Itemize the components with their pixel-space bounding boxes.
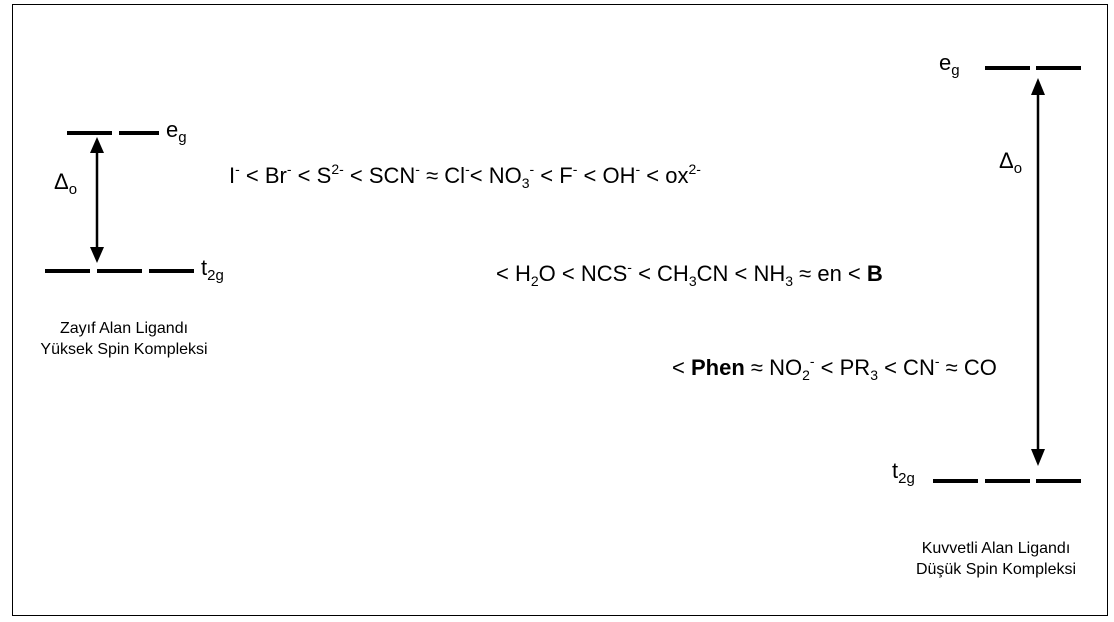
series-token: S	[316, 163, 332, 188]
series-token: <	[239, 163, 265, 188]
strong-t2g-label: t2g	[892, 458, 915, 487]
strong-eg-label: eg	[939, 50, 960, 79]
weak-caption-line-1: Zayıf Alan Ligandı	[59, 320, 189, 337]
strong-delta-label: Δo	[999, 148, 1023, 177]
series-token: -	[627, 259, 632, 275]
series-superscript: -	[635, 161, 641, 177]
weak-eg-level-1	[67, 131, 112, 135]
series-superscript: 2-	[331, 161, 344, 177]
series-token: Cl	[444, 163, 466, 188]
series-token: 3	[870, 367, 878, 383]
series-token: ≈ NO	[744, 355, 803, 380]
series-token: 2	[802, 367, 810, 383]
strong-eg-level-1	[985, 66, 1030, 70]
series-token: 3	[785, 273, 794, 289]
strong-t2g-level-2	[985, 479, 1030, 483]
series-token: <	[577, 163, 603, 188]
strong-caption: Kuvvetli Alan Ligandı Düşük Spin Komplek…	[884, 538, 1108, 580]
strong-splitting-arrow	[1031, 78, 1045, 466]
series-token: Phen	[690, 355, 745, 380]
series-token: 2	[530, 273, 539, 289]
diagram-frame	[12, 4, 1108, 616]
series-token: -	[809, 353, 815, 369]
series-token: -	[934, 353, 940, 369]
weak-eg-label: eg	[166, 117, 187, 146]
weak-eg-level-2	[119, 131, 159, 135]
series-token: SCN	[368, 163, 416, 188]
series-subscript: 3	[521, 175, 530, 191]
spectrochemical-series-line-3: < Phen ≈ NO2- < PR3 < CN- ≈ CO	[672, 354, 997, 382]
weak-delta-label: Δo	[54, 169, 78, 198]
series-token: OH	[602, 163, 636, 188]
spectrochemical-series-line-1: I- < Br- < S2- < SCN- ≈ Cl-< NO3- < F- <…	[229, 162, 701, 190]
weak-t2g-label: t2g	[201, 255, 224, 284]
series-token: H	[514, 261, 531, 286]
weak-t2g-level-2	[97, 269, 142, 273]
series-token: ≈ en <	[793, 261, 867, 286]
series-superscript: -	[465, 161, 470, 177]
series-token: <	[534, 163, 560, 188]
series-token: <	[291, 163, 317, 188]
weak-caption: Zayıf Alan Ligandı Yüksek Spin Kompleksi	[24, 318, 224, 360]
series-token: < CH	[631, 261, 689, 286]
series-superscript: 2-	[688, 161, 701, 177]
strong-caption-line-2: Düşük Spin Kompleksi	[915, 561, 1077, 578]
spectrochemical-series-line-2: < H2O < NCS- < CH3CN < NH3 ≈ en < B	[496, 260, 883, 288]
series-token: 3	[688, 273, 697, 289]
strong-caption-line-1: Kuvvetli Alan Ligandı	[921, 540, 1071, 557]
series-token: <	[640, 163, 666, 188]
series-superscript: -	[286, 161, 292, 177]
weak-t2g-level-3	[149, 269, 194, 273]
weak-splitting-arrow	[90, 137, 104, 263]
series-token: O < NCS	[538, 261, 628, 286]
series-token: B	[866, 261, 883, 286]
weak-caption-line-2: Yüksek Spin Kompleksi	[40, 341, 208, 358]
series-token: < PR	[814, 355, 871, 380]
series-token: F	[559, 163, 573, 188]
series-token: Br	[264, 163, 287, 188]
series-token: <	[343, 163, 369, 188]
series-token: NO	[488, 163, 522, 188]
strong-t2g-level-3	[1036, 479, 1081, 483]
series-superscript: -	[235, 161, 240, 177]
series-token: I	[229, 163, 236, 188]
strong-t2g-level-1	[933, 479, 978, 483]
series-superscript: -	[415, 161, 420, 177]
strong-eg-level-2	[1036, 66, 1081, 70]
series-token: ≈	[419, 163, 445, 188]
series-superscript: -	[529, 161, 535, 177]
series-token: <	[496, 261, 515, 286]
series-token: <	[469, 163, 489, 188]
series-token: <	[672, 355, 691, 380]
series-token: < CN	[877, 355, 935, 380]
series-token: ox	[665, 163, 689, 188]
series-superscript: -	[572, 161, 578, 177]
series-token: CN < NH	[696, 261, 786, 286]
series-token: ≈ CO	[939, 355, 997, 380]
weak-t2g-level-1	[45, 269, 90, 273]
